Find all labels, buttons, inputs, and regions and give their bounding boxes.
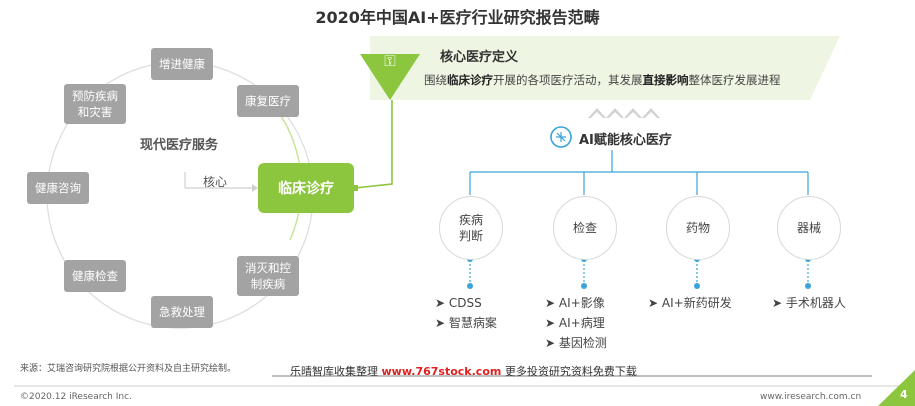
watermark-note: 乐晴智库收集整理 www.767stock.com 更多投资研究资料免费下载 [290, 365, 637, 378]
list-item: ➤ AI+病理 [545, 316, 605, 330]
list-item: ➤ 智慧病案 [435, 316, 497, 330]
source-note: 来源：艾瑞咨询研究院根据公开资料及自主研究绘制。 [20, 364, 237, 374]
core-definition-desc: 围绕临床诊疗开展的各项医疗活动，其发展直接影响整体医疗发展进程 [424, 73, 781, 87]
core-definition-title: 核心医疗定义 [440, 50, 519, 65]
list-item: ➤ 手术机器人 [772, 296, 846, 310]
page-number: 4 [900, 388, 908, 401]
service-item: 健康咨询 [27, 172, 89, 204]
service-item: 增进健康 [151, 48, 213, 80]
category-node: 药物 [666, 196, 730, 260]
core-definition-banner [360, 36, 840, 100]
brain-chip-icon [550, 126, 572, 148]
category-node: 检查 [553, 196, 617, 260]
list-item: ➤ 基因检测 [545, 336, 607, 350]
key-icon: ⚿ [384, 52, 396, 70]
modern-services-label: 现代医疗服务 [140, 138, 219, 153]
core-label: 核心 [203, 175, 228, 189]
service-item: 健康检查 [64, 260, 126, 292]
list-item: ➤ AI+新药研发 [648, 296, 732, 310]
category-items: ➤ 手术机器人 [772, 293, 846, 313]
service-item: 康复医疗 [237, 85, 299, 117]
ai-core-title: AI赋能核心医疗 [579, 133, 672, 148]
green-link [354, 100, 393, 189]
list-item: ➤ CDSS [435, 296, 482, 310]
category-items: ➤ AI+新药研发 [648, 293, 732, 313]
service-item: 预防疾病 和灾害 [64, 84, 126, 124]
category-node: 疾病 判断 [439, 196, 503, 260]
category-items: ➤ AI+影像 ➤ AI+病理 ➤ 基因检测 [545, 293, 607, 353]
website-link[interactable]: www.iresearch.com.cn [760, 392, 862, 402]
clinical-treatment-box: 临床诊疗 [258, 163, 354, 213]
watermark-site-link[interactable]: www.767stock.com [381, 365, 502, 378]
list-item: ➤ AI+影像 [545, 296, 605, 310]
copyright: ©2020.12 iResearch Inc. [20, 392, 132, 402]
page-corner [878, 370, 915, 406]
green-triangle [360, 54, 420, 100]
service-item: 急救处理 [151, 296, 213, 328]
category-node: 器械 [777, 196, 841, 260]
category-items: ➤ CDSS ➤ 智慧病案 [435, 293, 497, 333]
page-title: 2020年中国AI+医疗行业研究报告范畴 [315, 8, 600, 27]
chevron-up-icons [588, 108, 660, 118]
core-arrow-head [252, 184, 258, 192]
service-item: 消灭和控 制疾病 [237, 256, 299, 296]
